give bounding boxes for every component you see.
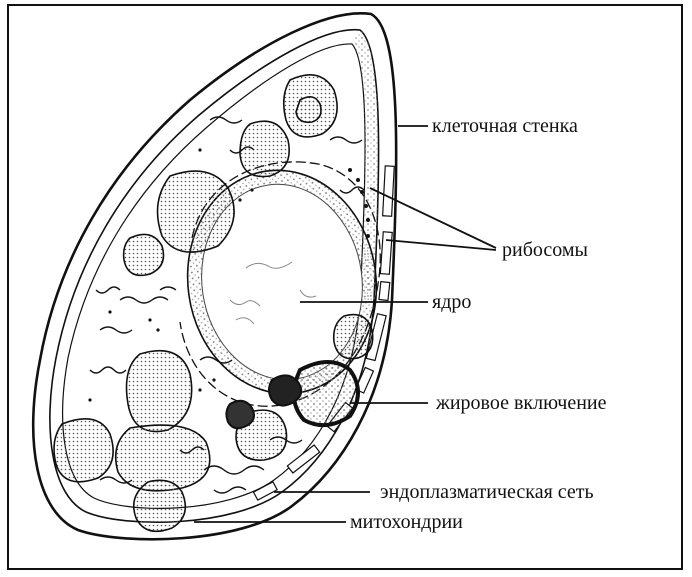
label-nucleus: ядро — [432, 292, 471, 312]
label-er: эндоплазматическая сеть — [380, 482, 594, 502]
label-mitochondria: митохондрии — [350, 512, 463, 532]
leader-ribosome-2 — [386, 240, 496, 250]
label-cell-wall: клеточная стенка — [432, 116, 578, 136]
label-ribosomes: рибосомы — [502, 240, 588, 260]
label-fat-inclusion: жировое включение — [436, 393, 607, 413]
